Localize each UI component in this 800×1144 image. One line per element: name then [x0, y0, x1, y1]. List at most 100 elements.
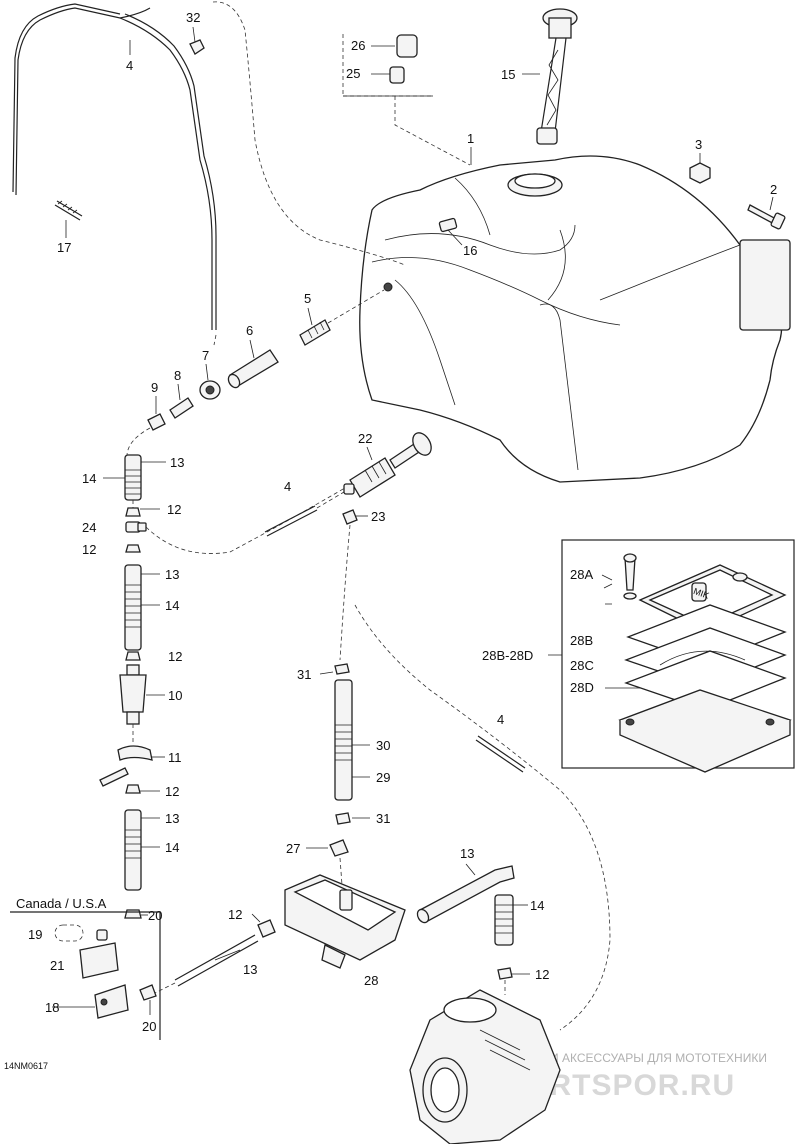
clamp-12-f: [497, 967, 513, 980]
callout-28C: 28C: [570, 658, 594, 673]
clamp-12-b: [125, 544, 141, 553]
plug-25: [389, 66, 405, 84]
clamp-20-b: [139, 984, 157, 1001]
callout-4: 4: [126, 58, 133, 73]
part-18: [94, 984, 129, 1019]
callout-12: 12: [167, 502, 181, 517]
callout-28B: 28B: [570, 633, 593, 648]
bolt-2: [747, 204, 786, 230]
hose-29-30: [334, 679, 353, 801]
fitting-16: [438, 217, 458, 233]
inset-pump-exploded: [618, 553, 792, 773]
callout-14: 14: [165, 840, 179, 855]
tee-24: [125, 521, 147, 533]
callout-5: 5: [304, 291, 311, 306]
vent-tube-4-middle: [264, 491, 345, 537]
callout-18: 18: [45, 1000, 59, 1015]
clamp-12-c: [125, 651, 141, 661]
callout-14: 14: [82, 471, 96, 486]
callout-4: 4: [497, 712, 504, 727]
callout-12: 12: [535, 967, 549, 982]
callout-31: 31: [376, 811, 390, 826]
fuel-pump-28: [284, 874, 406, 969]
callout-13: 13: [243, 962, 257, 977]
callout-28D: 28D: [570, 680, 594, 695]
callout-16: 16: [463, 243, 477, 258]
clip-23: [342, 509, 358, 525]
region-bracket: [10, 911, 161, 1040]
callout-15: 15: [501, 67, 515, 82]
callout-7: 7: [202, 348, 209, 363]
clamp-31-b: [335, 812, 351, 825]
fitting-27: [329, 839, 349, 857]
part-21: [79, 929, 119, 979]
callout-9: 9: [151, 380, 158, 395]
hose-13-14-upper: [124, 454, 142, 501]
valve-8: [169, 397, 194, 419]
fuel-valve-22: [343, 432, 432, 498]
callout-12: 12: [165, 784, 179, 799]
plug-26: [396, 34, 418, 58]
callout-17: 17: [57, 240, 71, 255]
hose-13-14-lower: [124, 809, 142, 891]
nut-3: [689, 162, 711, 184]
callout-12: 12: [82, 542, 96, 557]
fuel-filter-10: [119, 664, 147, 725]
callout-14: 14: [165, 598, 179, 613]
callout-24: 24: [82, 520, 96, 535]
callout-8: 8: [174, 368, 181, 383]
callout-2: 2: [770, 182, 777, 197]
vent-tube-4-lower: [475, 735, 526, 773]
callout-21: 21: [50, 958, 64, 973]
fuel-outlet-fitting-5: [299, 319, 331, 346]
hose-13-elbow: [416, 865, 515, 924]
callout-29: 29: [376, 770, 390, 785]
callout-30: 30: [376, 738, 390, 753]
callout-13: 13: [165, 811, 179, 826]
grommet-7: [199, 380, 221, 400]
callout-28A: 28A: [570, 567, 593, 582]
region-label: Canada / U.S.A: [16, 896, 107, 911]
clamp-9: [147, 413, 166, 431]
vent-line-4: [12, 3, 217, 330]
callout-12: 12: [168, 649, 182, 664]
callout-12: 12: [228, 907, 242, 922]
fuel-tank: [359, 155, 791, 483]
callout-26: 26: [351, 38, 365, 53]
callout-23: 23: [371, 509, 385, 524]
clamp-12-a: [125, 507, 141, 517]
callout-28B-28D: 28B-28D: [482, 648, 533, 663]
screw-17: [54, 200, 83, 221]
callout-20: 20: [142, 1019, 156, 1034]
callout-27: 27: [286, 841, 300, 856]
callout-6: 6: [246, 323, 253, 338]
hose-14-right: [494, 894, 514, 946]
figure-code: 14NM0617: [4, 1061, 48, 1071]
callout-25: 25: [346, 66, 360, 81]
leader-lines: [52, 26, 774, 1015]
callout-13: 13: [460, 846, 474, 861]
clamp-31-a: [334, 663, 350, 675]
callout-11: 11: [168, 750, 182, 765]
clamp-12-d: [125, 784, 141, 794]
hose-13-pump: [174, 934, 259, 987]
callout-13: 13: [170, 455, 184, 470]
hose-6: [227, 349, 279, 389]
callout-32: 32: [186, 10, 200, 25]
callout-4: 4: [284, 479, 291, 494]
callout-20: 20: [148, 908, 162, 923]
clamp-20-a: [124, 909, 142, 919]
clip-32: [189, 39, 205, 55]
fuel-cap-gauge: [536, 8, 578, 145]
callout-13: 13: [165, 567, 179, 582]
part-19: [54, 924, 84, 942]
callout-28: 28: [364, 973, 378, 988]
hose-13-14-middle: [124, 564, 142, 651]
callout-14: 14: [530, 898, 544, 913]
callout-3: 3: [695, 137, 702, 152]
clamp-11: [99, 745, 153, 787]
callout-1: 1: [467, 131, 474, 146]
callout-31: 31: [297, 667, 311, 682]
carburetor: [409, 989, 561, 1144]
